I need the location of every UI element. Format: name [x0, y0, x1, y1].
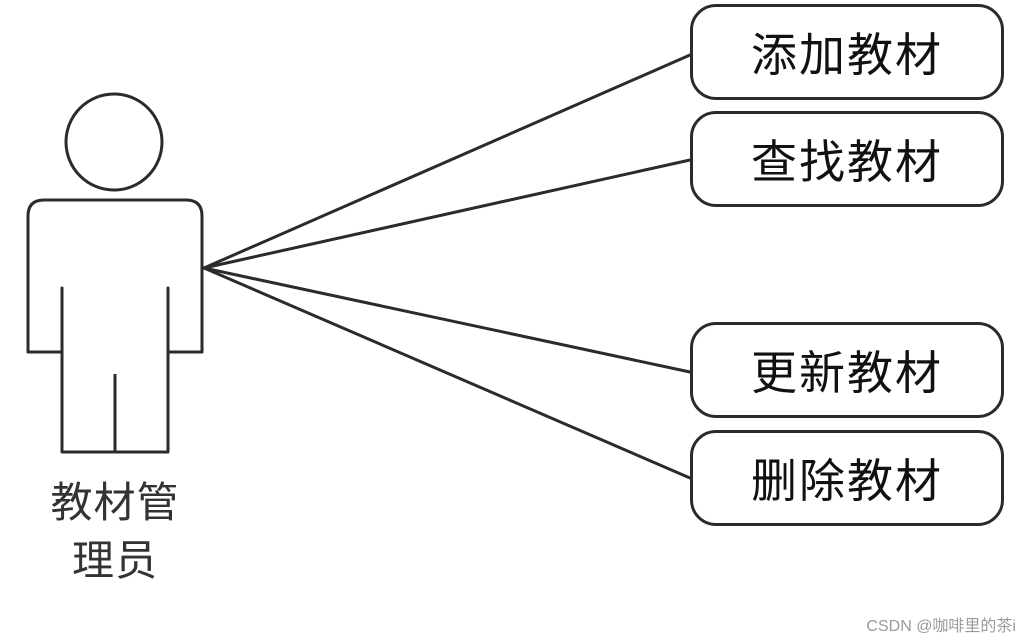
- actor-head: [64, 92, 164, 192]
- association-line-add: [202, 53, 692, 270]
- actor-label: 教材管 理员: [20, 474, 210, 590]
- use-case-delete-textbook[interactable]: 删除教材: [690, 430, 1004, 526]
- actor-figure: [26, 92, 204, 454]
- use-case-find-textbook[interactable]: 查找教材: [690, 111, 1004, 207]
- association-lines: [202, 53, 692, 480]
- association-line-delete: [202, 266, 692, 480]
- use-case-label: 删除教材: [751, 454, 943, 508]
- use-case-label: 更新教材: [751, 346, 943, 400]
- actor-label-line1: 教材管: [50, 478, 180, 527]
- use-case-label: 添加教材: [751, 28, 943, 82]
- use-case-update-textbook[interactable]: 更新教材: [690, 322, 1004, 418]
- actor-body: [26, 198, 204, 454]
- use-case-label: 查找教材: [751, 135, 943, 189]
- association-line-update: [202, 266, 692, 374]
- association-line-find: [202, 158, 692, 270]
- use-case-add-textbook[interactable]: 添加教材: [690, 4, 1004, 100]
- watermark-text: CSDN @咖啡里的茶i: [866, 618, 1016, 635]
- actor-label-line2: 理员: [71, 536, 158, 585]
